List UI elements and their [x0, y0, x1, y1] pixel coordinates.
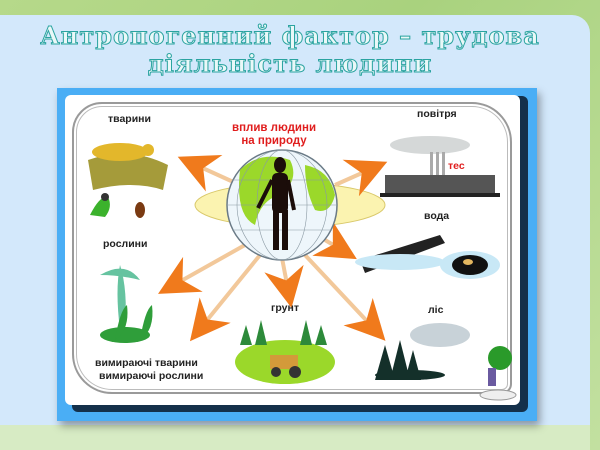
label-air: повітря — [417, 108, 457, 120]
label-power-plant: тес — [448, 160, 465, 172]
slide-title: Антропогенний фактор – трудова діяльніст… — [0, 21, 580, 78]
label-water: вода — [424, 210, 450, 222]
label-extinct-animals: вимираючі тварини — [95, 357, 198, 369]
plants-icon — [100, 265, 153, 343]
person-silhouette-icon — [256, 157, 296, 250]
label-plants: рослини — [103, 238, 148, 250]
tractor-field-icon — [235, 320, 335, 384]
label-animals: тварини — [108, 113, 151, 125]
burning-forest-icon — [375, 323, 470, 380]
title-line-2: діяльність людини — [147, 49, 433, 78]
tanker-icon — [355, 235, 445, 273]
hiker-icon — [479, 346, 517, 401]
label-forest: ліс — [428, 304, 444, 316]
label-soil: грунт — [271, 302, 299, 314]
beetle-icon — [135, 202, 145, 218]
title-line-1: Антропогенний фактор – трудова — [40, 21, 540, 50]
background-strip — [0, 425, 590, 450]
parrot-icon — [90, 196, 110, 217]
card-border — [72, 102, 512, 394]
oil-spill-icon — [440, 251, 500, 279]
arrows-icon — [158, 155, 388, 342]
label-extinct-plants: вимираючі рослини — [99, 370, 204, 382]
center-label: вплив людини на природу — [232, 122, 317, 147]
power-plant-icon — [380, 136, 500, 197]
leopard-icon — [88, 143, 168, 190]
